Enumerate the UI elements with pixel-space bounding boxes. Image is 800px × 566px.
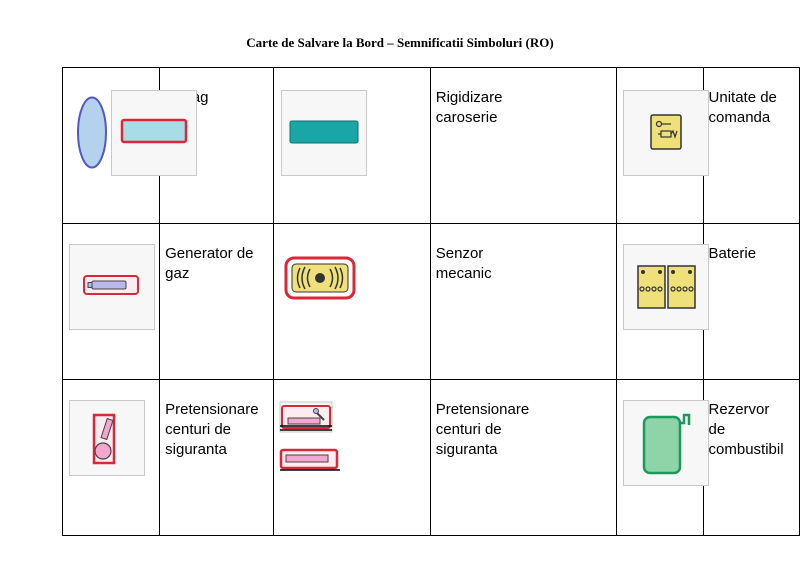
table-row: Airbag Rigidizare caroserie Unitate de c…	[61, 67, 800, 224]
table-row: Generator de gaz Senzor mecanic	[61, 223, 800, 380]
airbag-side-icon	[77, 96, 107, 169]
symbol-label-seatbelt-pretensioner: Pretensionare centuri de siguranta	[159, 379, 274, 536]
fuel-tank-icon	[622, 400, 709, 486]
seatbelt-pretensioner-icon	[69, 400, 145, 476]
gas-generator-icon	[69, 244, 155, 330]
battery-icon	[622, 244, 709, 330]
page-title: Carte de Salvare la Bord – Semnificatii …	[246, 35, 554, 50]
body-reinforcement-icon	[280, 90, 367, 176]
symbol-label-body-reinforcement: Rigidizare caroserie	[429, 67, 617, 224]
symbol-cell-control-unit	[615, 67, 709, 224]
symbol-cell-battery	[615, 223, 709, 380]
symbol-cell-fuel-tank	[615, 379, 709, 536]
table-row: Pretensionare centuri de siguranta Prete…	[61, 379, 800, 536]
symbol-label-fuel-tank: Rezervor de combustibil	[702, 379, 800, 536]
symbol-label-control-unit: Unitate de comanda	[702, 67, 800, 224]
symbol-label-mechanical-sensor: Senzor mecanic	[429, 223, 617, 380]
airbag-icon	[111, 90, 197, 176]
symbol-cell-gas-generator	[61, 223, 161, 380]
symbol-label-gas-generator: Generator de gaz	[159, 223, 274, 380]
mechanical-sensor-icon	[284, 256, 356, 300]
symbol-label-battery: Baterie	[702, 223, 800, 380]
symbol-cell-body-reinforcement	[272, 67, 431, 224]
symbols-table: Airbag Rigidizare caroserie Unitate de c…	[61, 67, 800, 536]
symbol-cell-seatbelt-pretensioner	[61, 379, 161, 536]
symbol-cell-airbag	[61, 67, 197, 224]
symbol-label-seatbelt-pretensioner-linear: Pretensionare centuri de siguranta	[429, 379, 617, 536]
control-unit-icon	[622, 90, 709, 176]
symbol-cell-mechanical-sensor	[272, 223, 431, 380]
seatbelt-pretensioner-linear-icon	[279, 401, 340, 471]
symbol-cell-seatbelt-pretensioner-linear	[272, 379, 431, 536]
